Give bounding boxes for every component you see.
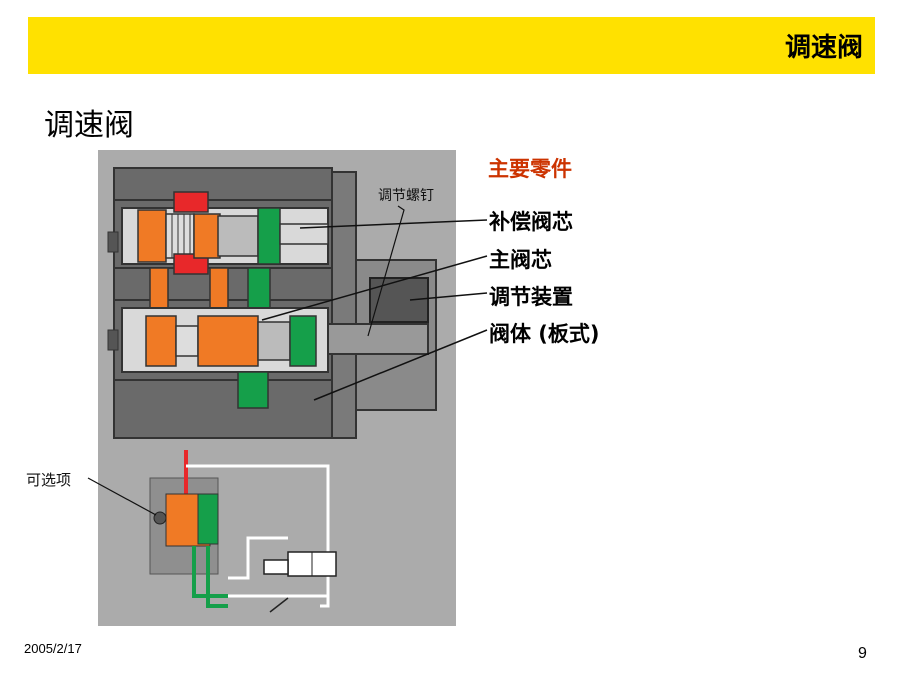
leader-main-spool [261,255,488,321]
pressure-channel-top [173,191,209,213]
leader-adjust-device [409,292,488,301]
parts-heading: 主要零件 [488,157,572,181]
callout-adjust-screw: 调节螺钉 [378,188,434,204]
return-channel [237,371,269,409]
label-valve-body: 阀体 (板式) [489,322,600,346]
valve-cover [331,171,357,439]
leader-body [313,329,488,401]
label-compensator-spool: 补偿阀芯 [489,210,573,234]
header-bar: 调速阀 [28,17,875,74]
label-main-spool: 主阀芯 [489,248,552,272]
throttle-symbol [269,597,289,613]
valve-illustration [107,167,437,613]
header-title: 调速阀 [784,33,863,63]
label-adjust-device: 调节装置 [489,285,573,309]
page-number: 9 [858,645,867,662]
page-heading: 调速阀 [44,108,134,143]
footer-date: 2005/2/17 [24,641,82,656]
leader-adjust-screw [367,205,405,337]
adjust-knob [369,277,429,323]
adjust-stem [317,323,429,355]
valve-cross-section-figure [98,150,456,626]
compensator-spring [217,215,259,257]
callout-optional: 可选项 [26,471,72,489]
leader-compensator [299,219,488,229]
main-spool [197,315,259,367]
leader-optional [87,477,157,516]
